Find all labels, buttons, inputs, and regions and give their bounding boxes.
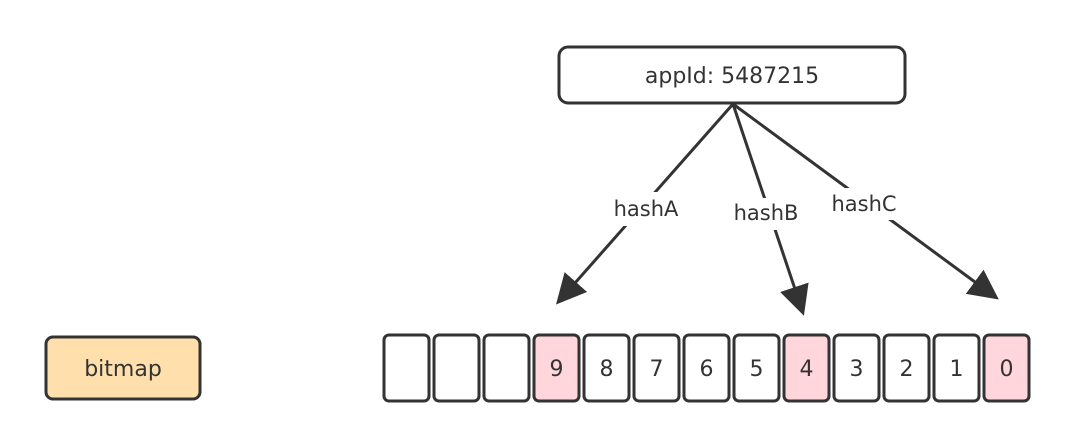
bitmap-cell-label-5: 7: [650, 357, 664, 382]
bitmap-cell-7: [732, 333, 781, 403]
edge-label-hash-b: hashB: [734, 201, 799, 225]
bitmap-legend: bitmap: [44, 335, 202, 401]
root-node-box: [557, 45, 907, 105]
bitmap-cell-9: [832, 333, 881, 403]
bitmap-legend-box: [44, 335, 202, 401]
bitmap-cell-8: [782, 333, 831, 403]
edge-label-hash-c: hashC: [831, 192, 896, 216]
bitmap-cell-label-3: 9: [550, 357, 564, 382]
bitmap-cell-label-4: 8: [600, 357, 614, 382]
root-node-label: appId: 5487215: [645, 64, 819, 89]
bitmap-cell-12: [982, 333, 1031, 403]
bitmap-cell-11: [932, 333, 981, 403]
bitmap-cell-5: [632, 333, 681, 403]
bitmap-cell-label-10: 2: [900, 357, 914, 382]
bitmap-cell-label-11: 1: [950, 357, 964, 382]
root-node: appId: 5487215: [557, 45, 907, 105]
bitmap-cell-label-8: 4: [800, 357, 814, 382]
bitmap-cell-0: [382, 333, 431, 403]
bitmap-cell-label-7: 5: [750, 357, 764, 382]
bitmap-cell-label-12: 0: [1000, 357, 1014, 382]
bitmap-cell-2: [482, 333, 531, 403]
bitmap-cell-label-6: 6: [700, 357, 714, 382]
bitmap-cell-label-9: 3: [850, 357, 864, 382]
bitmap-cell-6: [682, 333, 731, 403]
bitmap-cell-10: [882, 333, 931, 403]
hash-edges: hashA hashB hashC: [556, 102, 999, 316]
bitmap-cell-3: [532, 333, 581, 403]
edge-label-hash-a: hashA: [614, 197, 679, 221]
bitmap-cell-1: [432, 333, 481, 403]
bitmap-cell-4: [582, 333, 631, 403]
bitmap-legend-label: bitmap: [84, 357, 162, 382]
bitmap-array: 9 8 7 6 5 4 3 2 1 0: [382, 333, 1031, 403]
